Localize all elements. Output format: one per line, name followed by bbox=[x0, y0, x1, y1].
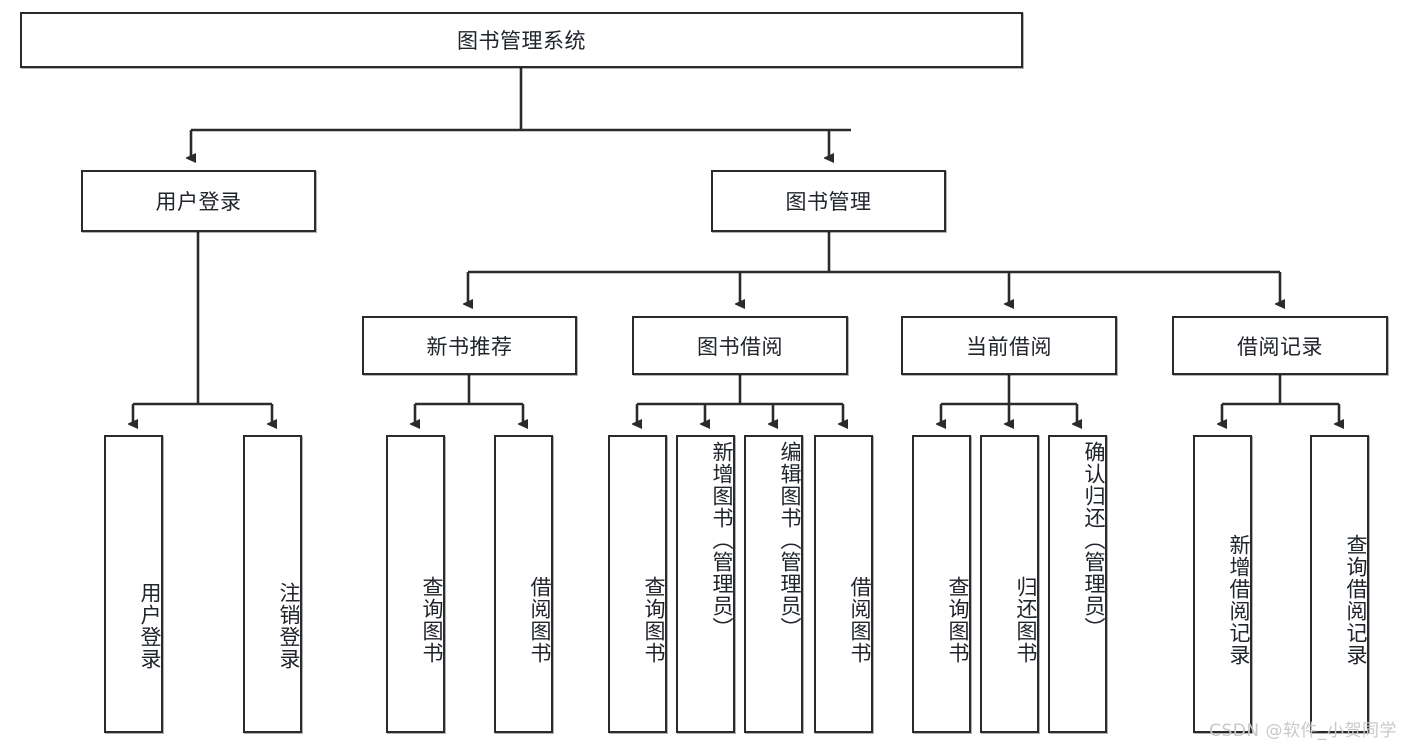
node-book-manage[interactable]: 图书管理 bbox=[711, 170, 946, 232]
node-label: 查询图书 bbox=[642, 576, 666, 664]
leaf-edit-book[interactable]: 编辑图书（管理员） bbox=[744, 435, 803, 733]
node-label: 图书管理系统 bbox=[457, 29, 586, 53]
leaf-return-book[interactable]: 归还图书 bbox=[980, 435, 1039, 733]
node-label: 图书管理 bbox=[785, 190, 872, 214]
node-label: 用户登录 bbox=[138, 582, 162, 670]
leaf-query-borrow-record[interactable]: 查询借阅记录 bbox=[1310, 435, 1369, 733]
watermark-text: CSDN @软件_小贺同学 bbox=[1209, 721, 1397, 741]
node-label: 借阅图书 bbox=[848, 576, 872, 664]
leaf-confirm-return[interactable]: 确认归还（管理员） bbox=[1048, 435, 1107, 733]
node-label: 注销登录 bbox=[277, 582, 301, 670]
node-book-borrow[interactable]: 图书借阅 bbox=[632, 316, 848, 375]
leaf-query-book-recommend[interactable]: 查询图书 bbox=[386, 435, 445, 733]
node-label: 借阅记录 bbox=[1237, 334, 1323, 359]
node-label: 查询图书 bbox=[946, 576, 970, 664]
leaf-user-login[interactable]: 用户登录 bbox=[104, 435, 163, 733]
leaf-borrow-book[interactable]: 借阅图书 bbox=[814, 435, 873, 733]
node-label: 查询借阅记录 bbox=[1344, 534, 1368, 666]
node-label: 归还图书 bbox=[1014, 576, 1038, 664]
node-current-borrow[interactable]: 当前借阅 bbox=[901, 316, 1117, 375]
node-label: 用户登录 bbox=[155, 190, 242, 214]
node-label: 当前借阅 bbox=[966, 334, 1052, 359]
leaf-borrow-book-recommend[interactable]: 借阅图书 bbox=[494, 435, 553, 733]
node-label: 编辑图书（管理员） bbox=[778, 441, 802, 639]
node-label: 图书借阅 bbox=[697, 334, 783, 359]
leaf-query-book-borrow[interactable]: 查询图书 bbox=[608, 435, 667, 733]
node-new-book-recommend[interactable]: 新书推荐 bbox=[362, 316, 577, 375]
leaf-user-logout[interactable]: 注销登录 bbox=[243, 435, 302, 733]
node-borrow-record[interactable]: 借阅记录 bbox=[1172, 316, 1388, 375]
leaf-add-book[interactable]: 新增图书（管理员） bbox=[676, 435, 735, 733]
node-label: 确认归还（管理员） bbox=[1082, 441, 1106, 639]
node-label: 新增借阅记录 bbox=[1227, 534, 1251, 666]
leaf-query-book-current[interactable]: 查询图书 bbox=[912, 435, 971, 733]
node-root-system[interactable]: 图书管理系统 bbox=[20, 12, 1023, 68]
node-user-login[interactable]: 用户登录 bbox=[81, 170, 316, 232]
node-label: 新增图书（管理员） bbox=[710, 441, 734, 639]
node-label: 查询图书 bbox=[420, 576, 444, 664]
node-label: 新书推荐 bbox=[426, 334, 513, 359]
node-label: 借阅图书 bbox=[528, 576, 552, 664]
leaf-add-borrow-record[interactable]: 新增借阅记录 bbox=[1193, 435, 1252, 733]
